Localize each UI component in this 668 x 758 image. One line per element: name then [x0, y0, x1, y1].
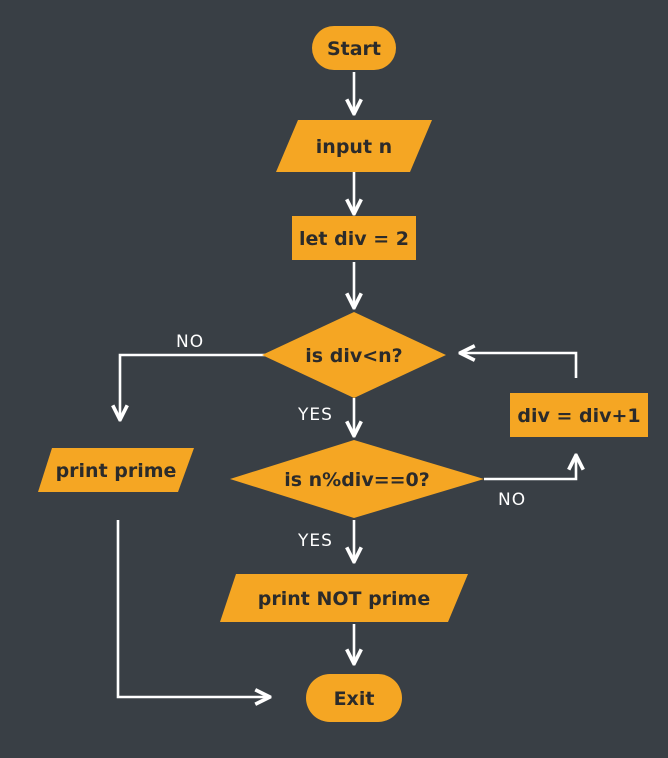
loop-no-label: NO: [176, 332, 204, 352]
connectors: [118, 72, 576, 697]
loop-check-label: is div<n?: [305, 345, 402, 367]
increment-node: div = div+1: [510, 393, 648, 437]
mod-no-label: NO: [498, 490, 526, 510]
mod-check-label: is n%div==0?: [284, 469, 430, 491]
mod-check-node: is n%div==0?: [230, 440, 484, 518]
exit-label: Exit: [334, 688, 375, 710]
print-not-prime-node: print NOT prime: [220, 574, 468, 622]
increment-label: div = div+1: [517, 405, 640, 427]
input-label: input n: [316, 136, 392, 158]
edge-increment-to-loop-check: [462, 353, 578, 378]
edge-mod-check-no-to-increment: [484, 457, 576, 481]
start-node: Start: [312, 26, 396, 70]
print-not-prime-label: print NOT prime: [258, 588, 431, 610]
loop-check-node: is div<n?: [262, 312, 446, 398]
loop-yes-label: YES: [297, 405, 333, 425]
start-label: Start: [327, 38, 381, 60]
input-node: input n: [276, 120, 432, 172]
print-prime-label: print prime: [56, 460, 177, 482]
edge-loop-check-no-to-print-prime: [120, 353, 266, 418]
init-node: let div = 2: [292, 216, 416, 260]
mod-yes-label: YES: [297, 531, 333, 551]
exit-node: Exit: [306, 674, 402, 722]
print-prime-node: print prime: [38, 448, 194, 492]
init-label: let div = 2: [299, 228, 409, 250]
edge-print-prime-to-exit: [116, 520, 268, 697]
